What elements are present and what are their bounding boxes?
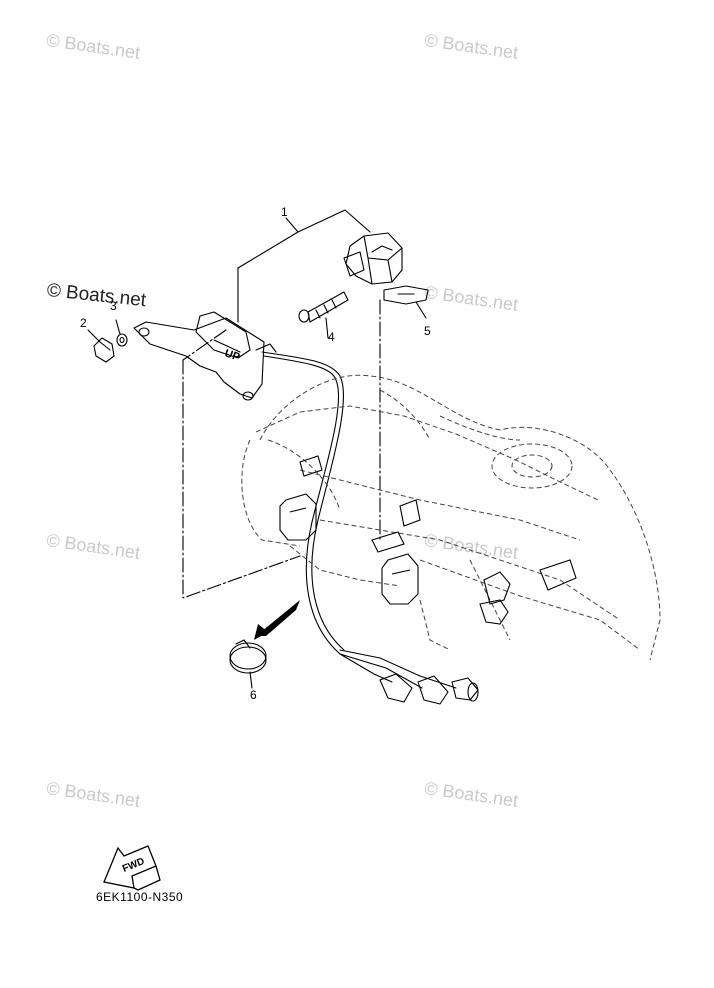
- install-arrow: [254, 600, 300, 640]
- clip-part: [383, 285, 429, 319]
- callout-6: 6: [250, 688, 257, 702]
- callout-2: 2: [80, 316, 87, 330]
- leader-lines-1: [237, 209, 371, 323]
- up-mark: UP: [223, 347, 241, 363]
- callout-3: 3: [110, 299, 117, 313]
- engine-bracket-outline: [241, 374, 661, 661]
- band-clamp-6: [229, 639, 267, 689]
- callout-5: 5: [424, 324, 431, 338]
- callout-1: 1: [281, 205, 288, 219]
- wire-harness: [261, 351, 479, 705]
- callout-4: 4: [328, 330, 335, 344]
- trim-sensor-head: [343, 232, 403, 285]
- alignment-lines: [182, 299, 381, 599]
- fwd-arrow-icon: [103, 845, 161, 891]
- sensor-bracket: [133, 311, 277, 401]
- bolt-4: [298, 291, 349, 339]
- washer-3: [115, 319, 128, 347]
- diagram-code: 6EK1100-N350: [96, 890, 184, 904]
- bolt-2: [87, 329, 115, 363]
- engine-mounts: [279, 455, 577, 625]
